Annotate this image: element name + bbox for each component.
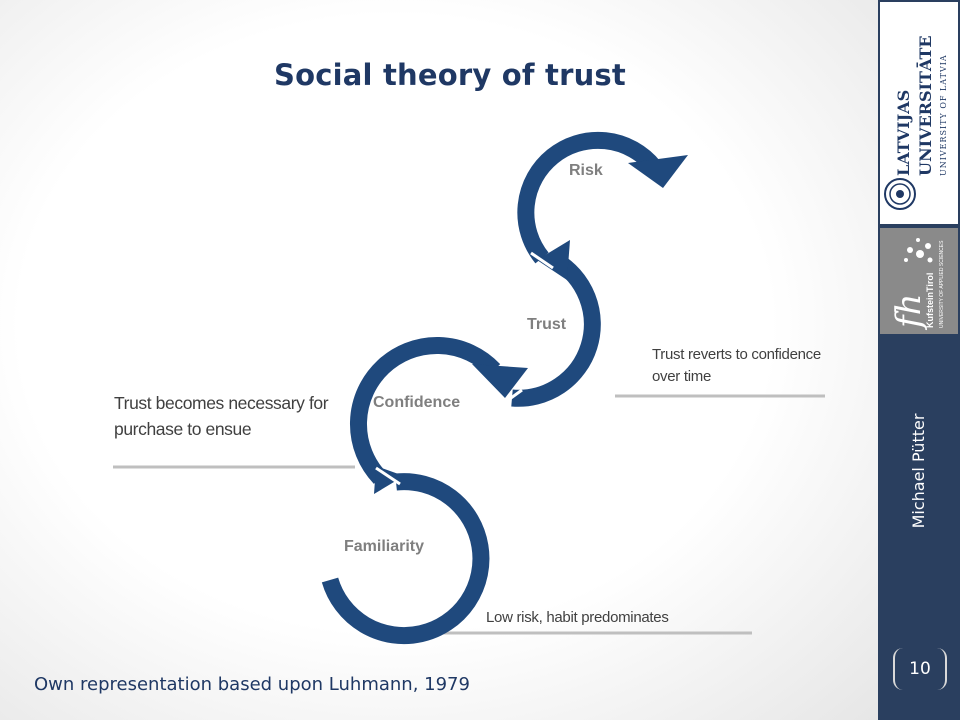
university-of-latvia-logo: LATVIJAS UNIVERSITĀTE UNIVERSITY OF LATV… (880, 2, 958, 224)
latvia-seal-icon (884, 178, 916, 210)
arc-separator (375, 466, 401, 486)
fh-name: KufsteinTirol (925, 273, 935, 328)
slide-canvas (0, 0, 878, 720)
source-citation: Own representation based upon Luhmann, 1… (34, 674, 470, 695)
arc-separator (530, 251, 554, 270)
annotation-left: Trust becomes necessary for purchase to … (114, 393, 329, 439)
annotation-bottom: Low risk, habit predominates (486, 609, 669, 626)
latvia-subtitle: UNIVERSITY OF LATVIA (939, 54, 948, 176)
fh-mark: fh (889, 294, 929, 331)
stage-label-confidence: Confidence (373, 394, 460, 411)
latvia-name-line-2: UNIVERSITĀTE (915, 35, 935, 176)
latvia-name-line-1: LATVIJAS (894, 90, 913, 176)
trust-cycle-diagram: Risk Trust Confidence Familiarity (113, 131, 825, 645)
page-number: 10 (893, 648, 947, 690)
confidence-arrow (350, 337, 528, 484)
slide-title: Social theory of trust (274, 58, 626, 92)
annotation-right: Trust reverts to confidence over time (652, 346, 821, 385)
arc-separator (499, 388, 523, 408)
fh-subtitle: UNIVERSITY OF APPLIED SCIENCES (939, 240, 945, 328)
stage-label-familiarity: Familiarity (344, 538, 424, 555)
risk-arrow (517, 131, 688, 264)
stage-label-risk: Risk (569, 162, 603, 179)
fh-dots-icon (904, 238, 933, 263)
stage-label-trust: Trust (527, 316, 567, 333)
fh-kufstein-logo: fh KufsteinTirol UNIVERSITY OF APPLIED S… (880, 228, 958, 334)
trust-arrow (511, 240, 601, 407)
author-name: Michael Pütter (909, 413, 928, 529)
